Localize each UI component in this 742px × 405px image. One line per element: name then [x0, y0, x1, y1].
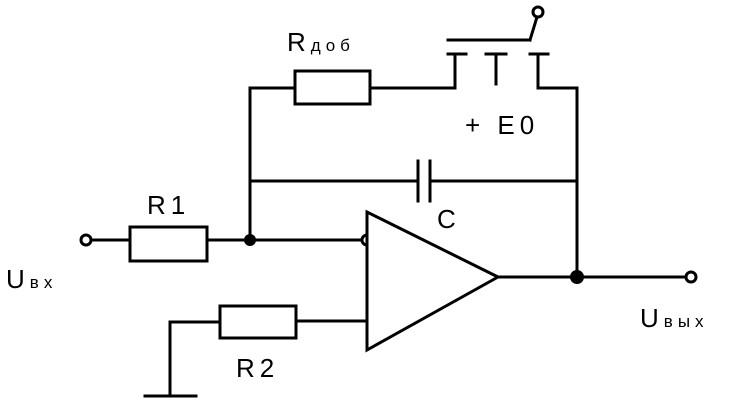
- label-rdob: Rдоб: [287, 27, 355, 57]
- op-amp-triangle: [365, 209, 502, 353]
- resistor-r1: [128, 225, 209, 263]
- label-r2: R2: [236, 353, 279, 383]
- source-tap-wire: [528, 15, 539, 42]
- output-junction-node: [570, 270, 584, 284]
- label-u-in: Uвх: [6, 264, 57, 294]
- input-terminal: [79, 233, 93, 247]
- label-capacitor: C: [437, 204, 461, 234]
- resistor-rdob: [293, 69, 372, 106]
- output-terminal: [684, 270, 698, 284]
- label-source-e0: + E0: [465, 110, 539, 140]
- label-r1: R1: [147, 190, 190, 220]
- resistor-r2: [218, 304, 298, 340]
- label-u-out: Uвых: [640, 303, 709, 333]
- source-tap-terminal: [531, 5, 545, 19]
